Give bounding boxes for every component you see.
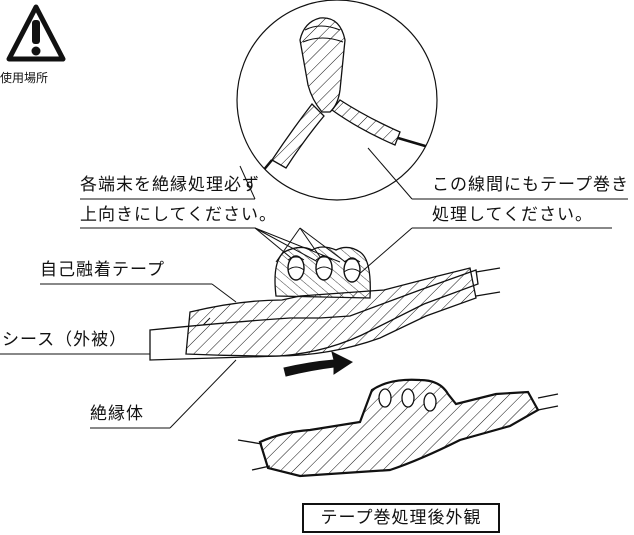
arrow-right-icon (283, 351, 353, 377)
warning-triangle-icon (6, 4, 66, 62)
sheath-label: シース（外被） (2, 330, 128, 350)
cable-before-taping (149, 246, 501, 361)
warning-text: 使用場所 (0, 71, 49, 85)
magnified-detail (236, 0, 438, 201)
self-fusing-tape-label: 自己融着テープ (40, 260, 165, 280)
terminal-instruction-line2: 上向きにしてください。 (80, 205, 277, 225)
gap-instruction-line2: 処理してください。 (432, 205, 593, 225)
cable-after-taping (237, 378, 559, 478)
gap-instruction-line1: この線間にもテープ巻き (432, 175, 629, 195)
terminal-instruction-line1: 各端末を絶縁処理必ず (80, 175, 260, 195)
insulator-label: 絶縁体 (90, 404, 144, 424)
after-taping-caption: テープ巻処理後外観 (302, 503, 500, 533)
warning-block: 使用場所 (0, 0, 80, 92)
